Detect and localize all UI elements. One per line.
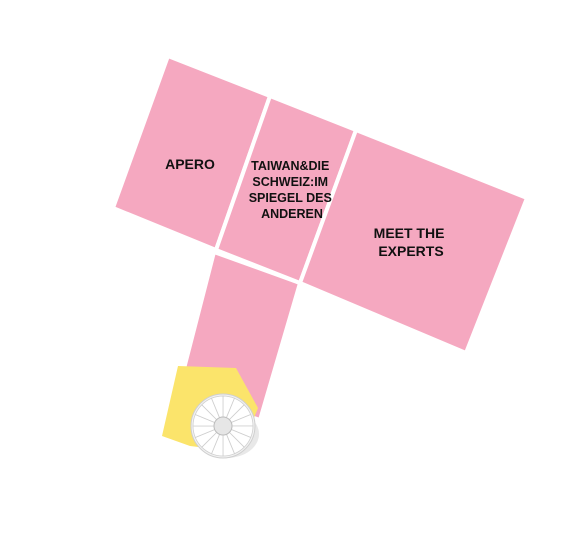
spiral-staircase-icon [190,393,259,459]
stair-core [213,416,233,436]
room-taiwan-label: TAIWAN&DIE SCHWEIZ:IM SPIEGEL DES ANDERE… [249,159,336,221]
room-apero-label: APERO [165,156,215,172]
room-meet-the-experts[interactable] [297,127,530,356]
room-experts-label: MEET THE EXPERTS [374,225,449,259]
